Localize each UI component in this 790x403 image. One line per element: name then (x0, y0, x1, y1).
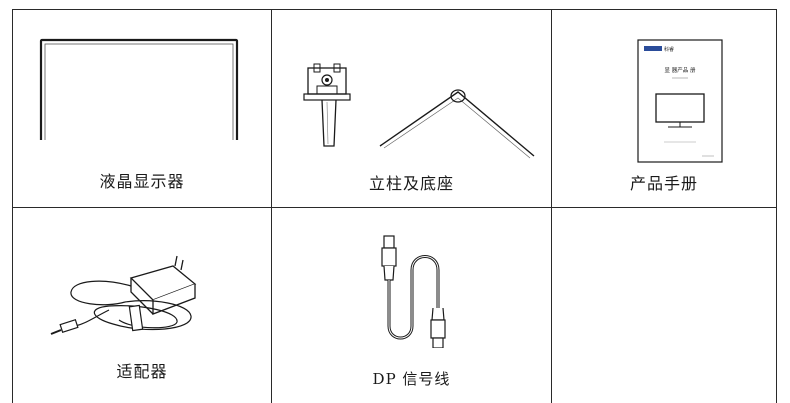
table-border-top (12, 9, 777, 10)
item-cell-adapter: 适配器 (13, 208, 271, 403)
item-label: 液晶显示器 (99, 172, 185, 191)
power-adapter-icon (50, 255, 197, 335)
item-label: 产品手册 (629, 174, 698, 193)
item-cell-dp-cable: DP 信号线 (272, 208, 551, 403)
item-label: DP 信号线 (372, 370, 451, 388)
table-border-right (776, 9, 777, 403)
item-cell-manual: 科睿 显 器产品 册 产品手册 (552, 10, 776, 207)
dp-cable-icon (381, 235, 446, 348)
table-column-divider (271, 9, 272, 403)
table-border-left (12, 9, 13, 403)
item-cell-stand: 立柱及底座 (272, 10, 551, 207)
stand-icon (303, 63, 535, 159)
item-label: 立柱及底座 (368, 174, 454, 193)
item-cell-empty (552, 208, 776, 403)
item-cell-monitor: 液晶显示器 (13, 10, 271, 207)
manual-icon: 科睿 显 器产品 册 (637, 39, 723, 163)
table-row-divider (12, 207, 777, 208)
manual-title: 显 器产品 册 (665, 66, 696, 74)
table-column-divider (551, 9, 552, 403)
package-contents-table: 液晶显示器 立柱及底座 科睿 显 器产品 册 (12, 9, 777, 403)
item-label: 适配器 (116, 362, 168, 381)
monitor-icon (39, 38, 239, 140)
manual-brand-cn: 科睿 (664, 46, 674, 53)
